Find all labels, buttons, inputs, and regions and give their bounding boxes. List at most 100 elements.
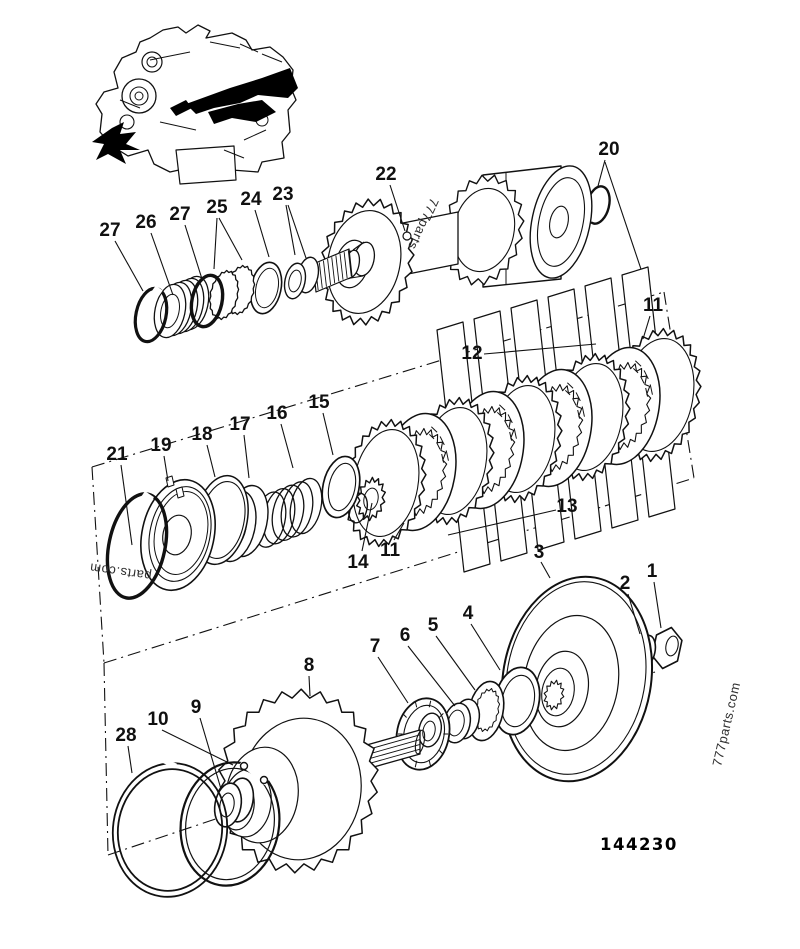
ring-shape xyxy=(254,267,280,309)
part-callout: 7 xyxy=(370,636,409,704)
ring-shape xyxy=(121,78,157,114)
ring-shape xyxy=(146,56,158,68)
part-number-label: 28 xyxy=(115,725,136,746)
diagram-line xyxy=(318,262,323,289)
part-number-label: 1 xyxy=(647,561,658,582)
callout-leader-line xyxy=(653,581,662,629)
callout-leader-line xyxy=(597,159,606,187)
callout-leader-line xyxy=(308,675,311,697)
diagram-line xyxy=(567,382,574,389)
diagram-line xyxy=(575,392,581,402)
diagram-line xyxy=(352,241,365,251)
ring-shape xyxy=(422,720,436,742)
part-number-label: 16 xyxy=(266,403,287,424)
part-callout: 22 xyxy=(375,164,406,232)
diagram-line xyxy=(261,53,283,63)
part-callout: 4 xyxy=(463,603,501,671)
diagram-line xyxy=(223,149,245,159)
callout-leader-line xyxy=(389,184,406,232)
part-number-label: 3 xyxy=(534,542,545,563)
diagram-line xyxy=(439,436,445,446)
ring-shape xyxy=(184,767,276,881)
ring-shape xyxy=(153,491,209,575)
callout-leader-line xyxy=(470,623,501,671)
part-number-label: 15 xyxy=(308,392,330,413)
part-number-label: 27 xyxy=(99,220,120,241)
callout-leader-line xyxy=(280,423,294,469)
diagram-line xyxy=(577,409,581,419)
part-callout: 27 xyxy=(99,220,144,292)
part-number-label: 5 xyxy=(428,615,439,636)
callout-leader-line xyxy=(540,561,551,579)
diagram-line xyxy=(339,253,344,280)
part-number-label: 24 xyxy=(240,189,262,210)
diagram-line xyxy=(507,414,513,424)
diagram-line xyxy=(402,713,407,718)
diagram-line xyxy=(414,700,418,708)
ring-shape xyxy=(414,729,426,755)
callout-leader-line xyxy=(243,434,250,479)
callout-leader-line xyxy=(127,745,133,774)
ring-shape xyxy=(148,486,212,582)
seal-ring-27 xyxy=(189,273,225,329)
part-callout: 5 xyxy=(428,615,476,691)
diagram-line xyxy=(564,389,571,396)
part-number-label: 26 xyxy=(135,212,156,233)
part-number-label: 11 xyxy=(380,540,401,561)
part-number-label: 9 xyxy=(191,697,202,718)
part-callout: 27 xyxy=(169,204,203,280)
diagram-line xyxy=(343,251,348,279)
engine-highlight-blob xyxy=(208,100,276,124)
ring-hook-end xyxy=(239,761,249,771)
pulley-spline-bore xyxy=(543,679,565,711)
callout-leader-line xyxy=(393,522,405,541)
part-callout: 1 xyxy=(647,561,662,629)
callout-leader-line xyxy=(407,645,456,707)
callout-leader-line xyxy=(483,343,597,355)
part-number-label: 8 xyxy=(304,655,315,676)
diagram-line xyxy=(504,420,509,428)
ring-shape xyxy=(363,487,379,511)
part-callout: 11 xyxy=(380,522,405,561)
diagram-line xyxy=(428,433,435,440)
callout-leader-line xyxy=(161,729,234,766)
diagram-line xyxy=(499,404,506,411)
diagram-line xyxy=(635,360,642,367)
ring-shape xyxy=(536,177,586,267)
ring-shape xyxy=(160,293,180,329)
part-callout: 26 xyxy=(135,212,174,296)
part-callout: 8 xyxy=(304,655,315,697)
part-number-label: 4 xyxy=(463,603,474,624)
ring-shape xyxy=(134,91,144,101)
diagram-line xyxy=(649,384,653,395)
diagram-line xyxy=(513,428,517,439)
part-callout: 23 xyxy=(272,184,307,259)
callout-leader-line xyxy=(114,240,144,292)
part-callout: 3 xyxy=(534,542,551,579)
group-boundary-left xyxy=(91,466,105,664)
diagram-line xyxy=(414,760,418,768)
callout-leader-line xyxy=(322,412,334,456)
callout-leader-line xyxy=(184,224,203,280)
ring-shape xyxy=(326,209,402,315)
part-number-label: 6 xyxy=(400,625,411,646)
diagram-line xyxy=(331,257,336,284)
diagram-line xyxy=(509,431,513,441)
diagram-line xyxy=(441,453,445,463)
part-number-label: 23 xyxy=(272,184,293,205)
part-callout: 14 xyxy=(347,502,373,573)
callout-leader-line xyxy=(287,204,307,259)
ring-shape xyxy=(219,792,235,818)
engine-thumbnail xyxy=(92,24,298,185)
diagram-line xyxy=(149,51,191,61)
part-number-label: 17 xyxy=(229,414,250,435)
diagram-line xyxy=(159,121,197,131)
callout-leader-line xyxy=(642,315,651,340)
diagram-line xyxy=(439,750,444,755)
callout-leader-line xyxy=(435,635,476,691)
ring-shape xyxy=(327,462,357,512)
diagram-line xyxy=(431,426,438,433)
diagram-line xyxy=(496,411,503,418)
part-callout: 16 xyxy=(266,403,294,469)
diagram-line xyxy=(645,387,649,397)
